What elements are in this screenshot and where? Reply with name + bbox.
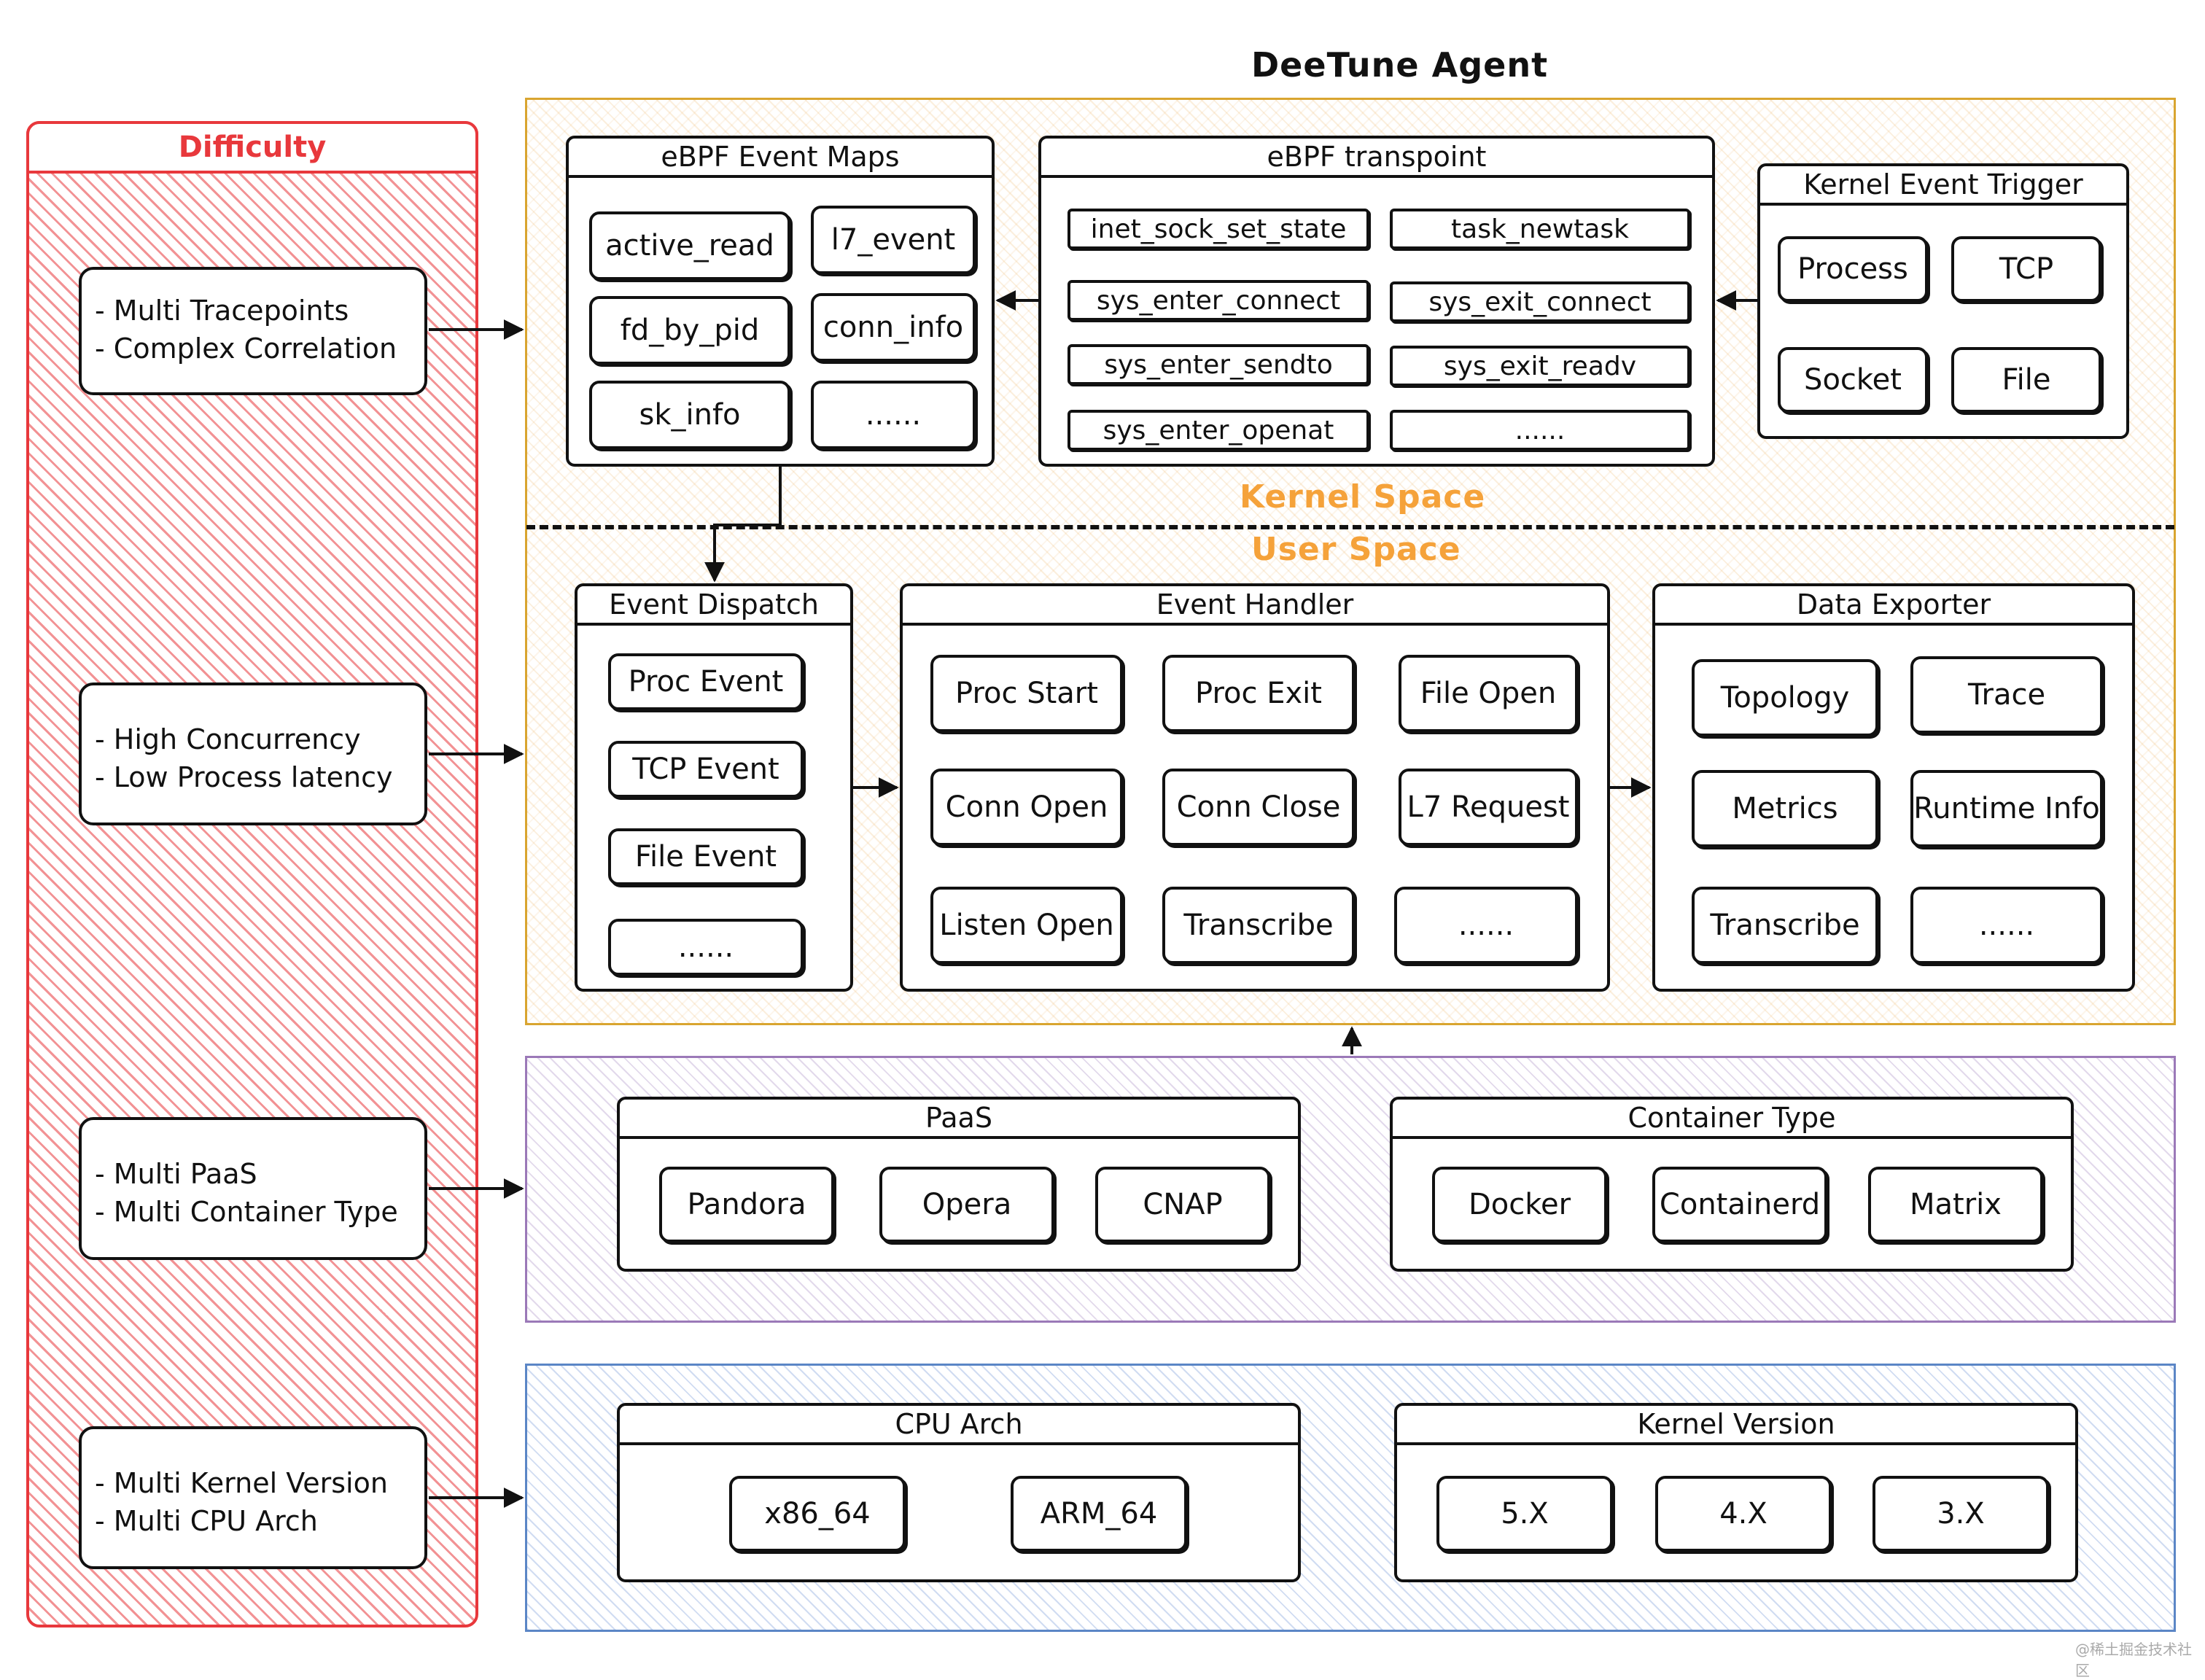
exporter-trace: Trace — [1910, 656, 2103, 734]
dispatch-proc-event: Proc Event — [608, 653, 804, 710]
handler-more: ...... — [1394, 887, 1578, 964]
handler-proc-exit: Proc Exit — [1162, 655, 1355, 732]
note-line: - Multi Container Type — [95, 1196, 398, 1228]
map-sk-info: sk_info — [589, 381, 790, 449]
kernel-user-divider — [526, 525, 2174, 529]
note-line: - Multi Tracepoints — [95, 295, 349, 327]
trigger-process: Process — [1778, 236, 1928, 302]
exporter-runtime-info: Runtime Info — [1910, 770, 2103, 847]
map-fd-by-pid: fd_by_pid — [589, 296, 790, 365]
kernel-event-trigger: Kernel Event Trigger Process TCP Socket … — [1757, 163, 2129, 439]
note-line: - Complex Correlation — [95, 332, 397, 365]
container-matrix: Matrix — [1868, 1167, 2043, 1242]
tp-sys-exit-readv: sys_exit_readv — [1390, 346, 1690, 386]
container-docker: Docker — [1432, 1167, 1607, 1242]
paas-opera: Opera — [879, 1167, 1054, 1242]
note-line: - Low Process latency — [95, 761, 393, 793]
dispatch-file-event: File Event — [608, 828, 804, 885]
arrow-maps-to-dispatch — [704, 467, 782, 583]
diagram-title: DeeTune Agent — [1251, 45, 1549, 85]
difficulty-title: Difficulty — [178, 131, 327, 164]
tp-inet-sock-set-state: inet_sock_set_state — [1068, 209, 1369, 249]
kernel-event-trigger-title: Kernel Event Trigger — [1760, 166, 2126, 206]
paas-title: PaaS — [620, 1100, 1298, 1139]
data-exporter-title: Data Exporter — [1655, 586, 2132, 626]
difficulty-note-concurrency: - High Concurrency - Low Process latency — [79, 682, 427, 825]
note-line: - Multi CPU Arch — [95, 1505, 318, 1537]
map-l7-event: l7_event — [811, 206, 976, 274]
tp-sys-exit-connect: sys_exit_connect — [1390, 281, 1690, 322]
handler-proc-start: Proc Start — [930, 655, 1123, 732]
container-type-title: Container Type — [1393, 1100, 2071, 1139]
trigger-socket: Socket — [1778, 347, 1928, 413]
container-type-group: Container Type Docker Containerd Matrix — [1390, 1097, 2074, 1272]
note-line: - High Concurrency — [95, 723, 361, 755]
paas-pandora: Pandora — [659, 1167, 834, 1242]
user-space-label: User Space — [1251, 531, 1461, 568]
kernel-version-5x: 5.X — [1436, 1476, 1613, 1552]
handler-file-open: File Open — [1399, 655, 1578, 732]
tp-sys-enter-connect: sys_enter_connect — [1068, 280, 1369, 321]
exporter-topology: Topology — [1692, 659, 1878, 736]
note-line: - Multi Kernel Version — [95, 1467, 388, 1499]
cpu-arm-64: ARM_64 — [1011, 1476, 1187, 1552]
kernel-version-title: Kernel Version — [1397, 1406, 2075, 1445]
handler-transcribe: Transcribe — [1162, 887, 1355, 964]
handler-l7-request: L7 Request — [1399, 769, 1578, 846]
tp-task-newtask: task_newtask — [1390, 209, 1690, 249]
handler-conn-open: Conn Open — [930, 769, 1123, 846]
kernel-version-group: Kernel Version 5.X 4.X 3.X — [1394, 1403, 2078, 1582]
cpu-arch-title: CPU Arch — [620, 1406, 1298, 1445]
paas-group: PaaS Pandora Opera CNAP — [617, 1097, 1301, 1272]
tp-more: ...... — [1390, 410, 1690, 451]
event-handler: Event Handler Proc Start Proc Exit File … — [900, 583, 1610, 992]
tp-sys-enter-sendto: sys_enter_sendto — [1068, 344, 1369, 385]
ebpf-event-maps-title: eBPF Event Maps — [569, 139, 992, 178]
difficulty-note-kernel: - Multi Kernel Version - Multi CPU Arch — [79, 1426, 427, 1569]
event-dispatch-title: Event Dispatch — [578, 586, 850, 626]
cpu-arch-group: CPU Arch x86_64 ARM_64 — [617, 1403, 1301, 1582]
exporter-more: ...... — [1910, 887, 2103, 964]
container-containerd: Containerd — [1652, 1167, 1827, 1242]
difficulty-note-tracepoints: - Multi Tracepoints - Complex Correlatio… — [79, 267, 427, 395]
event-dispatch: Event Dispatch Proc Event TCP Event File… — [575, 583, 853, 992]
exporter-metrics: Metrics — [1692, 770, 1878, 847]
event-handler-title: Event Handler — [903, 586, 1607, 626]
data-exporter: Data Exporter Topology Trace Metrics Run… — [1652, 583, 2135, 992]
ebpf-tracepoint: eBPF transpoint inet_sock_set_state task… — [1038, 136, 1715, 467]
map-conn-info: conn_info — [811, 293, 976, 362]
paas-cnap: CNAP — [1095, 1167, 1270, 1242]
kernel-version-4x: 4.X — [1655, 1476, 1832, 1552]
ebpf-tracepoint-title: eBPF transpoint — [1041, 139, 1712, 178]
handler-listen-open: Listen Open — [930, 887, 1123, 964]
dispatch-tcp-event: TCP Event — [608, 741, 804, 798]
trigger-file: File — [1951, 347, 2101, 413]
difficulty-header: Difficulty — [26, 121, 478, 174]
tp-sys-enter-openat: sys_enter_openat — [1068, 410, 1369, 451]
watermark: @稀土掘金技术社区 — [2075, 1641, 2192, 1679]
dispatch-more: ...... — [608, 919, 804, 976]
difficulty-note-paas: - Multi PaaS - Multi Container Type — [79, 1117, 427, 1260]
exporter-transcribe: Transcribe — [1692, 887, 1878, 964]
trigger-tcp: TCP — [1951, 236, 2101, 302]
map-active-read: active_read — [589, 211, 790, 280]
ebpf-event-maps: eBPF Event Maps active_read l7_event fd_… — [566, 136, 995, 467]
kernel-version-3x: 3.X — [1872, 1476, 2049, 1552]
note-line: - Multi PaaS — [95, 1158, 257, 1190]
kernel-space-label: Kernel Space — [1240, 478, 1486, 516]
cpu-x86-64: x86_64 — [729, 1476, 906, 1552]
map-more: ...... — [811, 381, 976, 449]
handler-conn-close: Conn Close — [1162, 769, 1355, 846]
